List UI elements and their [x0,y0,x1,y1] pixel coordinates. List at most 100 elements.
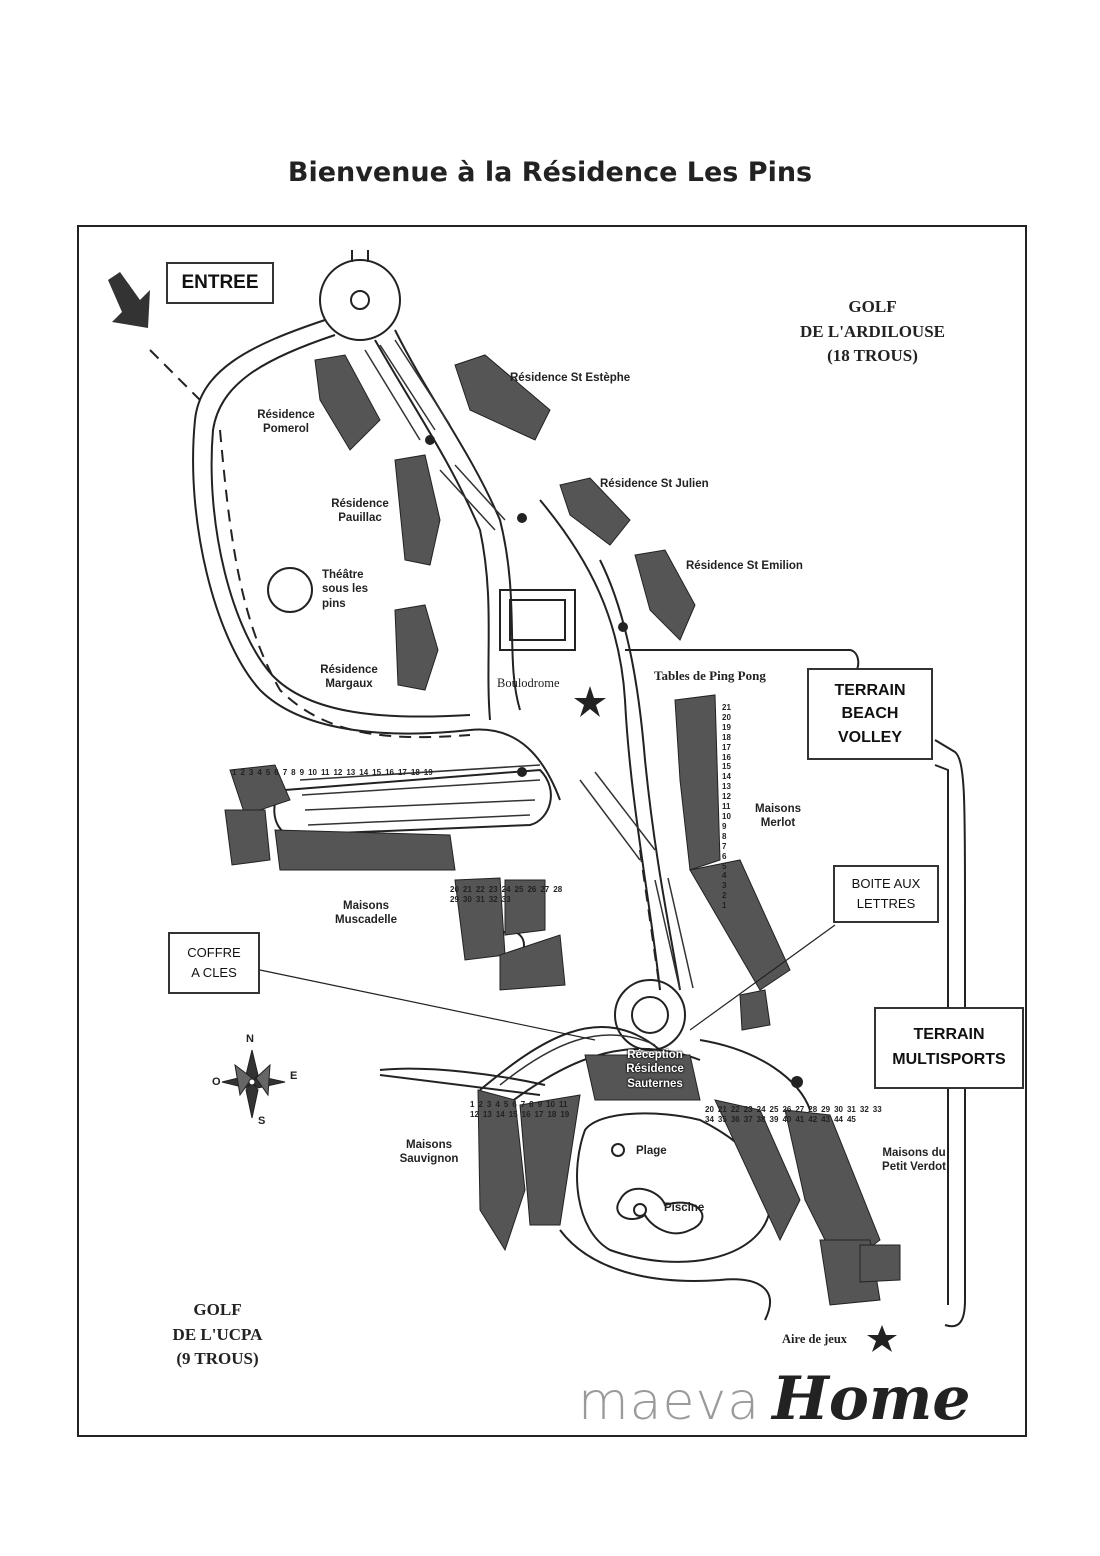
unit-number: 12 [470,1110,479,1120]
unit-number: 1 [470,1100,475,1109]
unit-number: 7 [282,768,288,777]
unit-number: 39 [769,1115,779,1125]
unit-number: 28 [553,885,563,894]
st-emilion-label: Résidence St Emilion [686,560,803,572]
unit-number: 9 [299,768,305,777]
map-frame [77,225,1027,1437]
unit-number: 11 [558,1100,568,1109]
unit-number: 22 [475,885,485,894]
unit-number: 6 [722,851,727,861]
unit-number: 42 [808,1115,818,1125]
unit-number: 17 [534,1110,544,1120]
road-left-loop [192,319,561,801]
unit-number: 5 [265,768,271,777]
unit-number: 11 [722,802,731,812]
callout-coffre [259,969,596,1041]
unit-number: 2 [722,891,727,901]
unit-number: 18 [547,1110,557,1120]
unit-number: 6 [274,768,279,777]
compass-n: N [246,1033,254,1045]
compass-o: O [212,1076,221,1088]
unit-number: 1 [232,768,237,777]
boulodrome-star-icon [574,686,606,717]
unit-number: 3 [722,881,727,891]
compass-s: S [258,1115,266,1127]
unit-number: 20 [450,885,459,894]
unit-number: 40 [782,1115,792,1125]
unit-number: 23 [743,1105,753,1114]
unit-number: 18 [722,732,731,742]
piscine-label: Piscine [664,1202,705,1214]
unit-number: 12 [333,768,343,777]
pool [616,1187,704,1235]
road-east [539,499,661,991]
unit-number: 20 [705,1105,714,1114]
unit-number: 10 [722,811,731,821]
st-julien-label: Résidence St Julien [600,478,709,490]
lower-roundabout [614,979,686,1051]
unit-number: 6 [512,1100,517,1109]
unit-number: 16 [722,752,731,762]
unit-number: 25 [514,885,524,894]
unit-number: 14 [359,768,369,777]
unit-number: 29 [821,1105,831,1114]
st-estephe-label: Résidence St Estèphe [510,372,631,384]
entree-label: ENTREE [181,272,259,293]
unit-number: 3 [486,1100,492,1109]
boulodrome-label: Boulodrome [497,676,560,690]
unit-number: 27 [540,885,550,894]
unit-number: 36 [730,1115,740,1125]
unit-number: 3 [248,768,254,777]
unit-number: 24 [501,885,511,894]
unit-number: 13 [722,782,731,792]
unit-number: 33 [501,895,511,905]
unit-number: 7 [520,1100,526,1109]
unit-number: 8 [529,1100,534,1109]
boite-lettres-box: BOITE AUX LETTRES [833,865,939,923]
page-title: Bienvenue à la Résidence Les Pins [287,157,813,188]
unit-number: 13 [482,1110,492,1120]
unit-number: 22 [730,1105,740,1114]
aire-jeux-star-icon [867,1325,897,1352]
unit-number: 29 [450,895,459,905]
unit-number: 30 [834,1105,843,1114]
unit-number: 34 [705,1115,714,1125]
unit-number: 27 [795,1105,805,1114]
unit-number: 32 [488,895,498,905]
unit-number: 15 [508,1110,518,1120]
multisports-box: TERRAIN MULTISPORTS [874,1007,1024,1089]
unit-number: 26 [527,885,537,894]
unit-number: 19 [722,722,731,732]
unit-number: 18 [410,768,420,777]
unit-number: 23 [488,885,498,894]
unit-number: 9 [722,821,727,831]
unit-number: 4 [257,768,262,777]
unit-number: 16 [385,768,394,777]
unit-number: 25 [769,1105,779,1114]
unit-number: 15 [722,762,731,772]
unit-number: 20 [722,712,731,722]
unit-number: 17 [397,768,407,777]
unit-number: 28 [808,1105,818,1114]
unit-number: 15 [372,768,382,777]
unit-number: 13 [346,768,356,777]
golf-ardilouse-label: GOLF DE L'ARDILOUSE (18 TROUS) [799,297,945,366]
unit-number: 19 [423,768,433,777]
plage-label: Plage [636,1145,667,1157]
unit-number: 37 [743,1115,753,1125]
unit-number: 45 [846,1115,856,1125]
callout-boite [689,924,836,1031]
unit-number: 35 [717,1115,727,1125]
unit-number: 5 [722,861,727,871]
